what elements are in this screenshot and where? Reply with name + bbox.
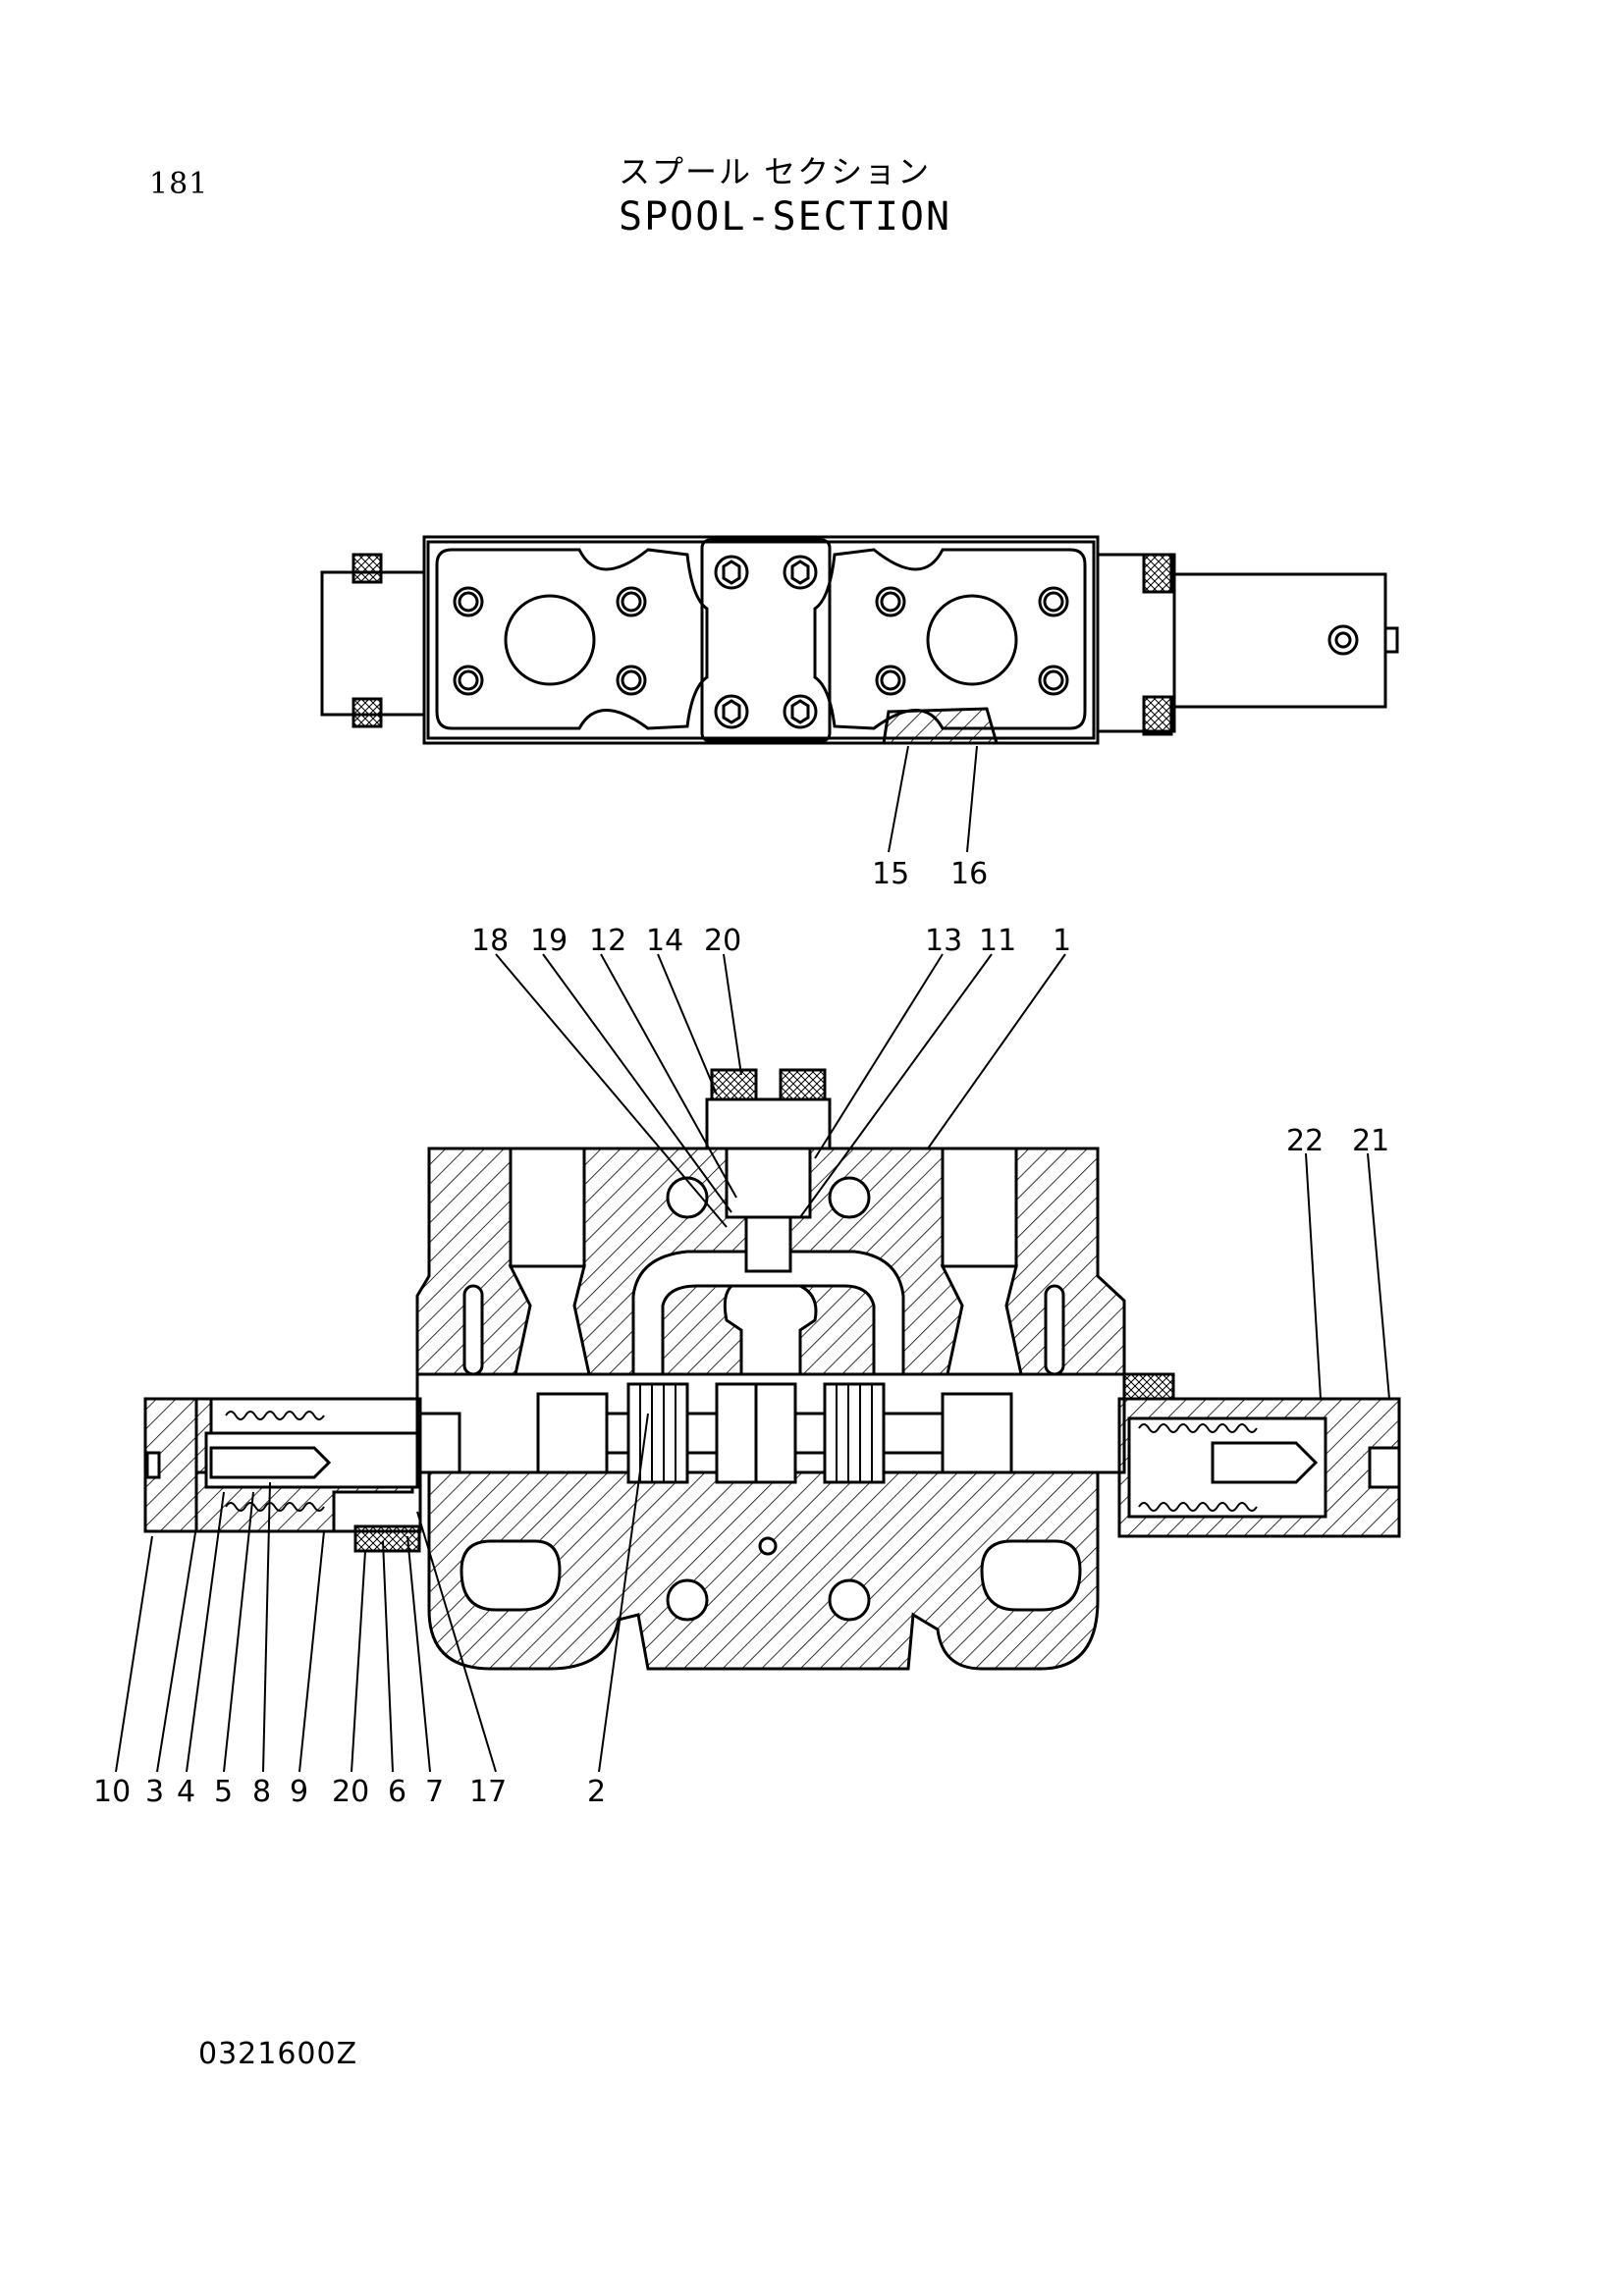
top-view [320,535,1399,745]
callout-3: 3 [145,1775,164,1809]
callout-22: 22 [1286,1124,1324,1158]
page-number: 181 [149,167,209,201]
callout-2: 2 [587,1775,606,1809]
callout-21: 21 [1352,1124,1389,1158]
callout-5: 5 [214,1775,233,1809]
drawing-code: 0321600Z [198,2037,358,2071]
callout-8: 8 [252,1775,271,1809]
section-leaders [115,953,1390,1773]
callout-20-bottom: 20 [332,1775,369,1809]
title-japanese: スプール セクション [619,153,932,190]
callout-17: 17 [469,1775,507,1809]
callout-14: 14 [646,924,683,958]
callout-1: 1 [1053,924,1071,958]
callout-9: 9 [290,1775,308,1809]
section-view [143,1068,1401,1671]
callout-7: 7 [425,1775,444,1809]
callout-12: 12 [589,924,626,958]
callout-10: 10 [93,1775,131,1809]
callout-19: 19 [530,924,568,958]
top-view-leaders [888,745,978,853]
callout-13: 13 [925,924,962,958]
callout-18: 18 [471,924,509,958]
callout-15: 15 [872,857,909,891]
title-english: SPOOL-SECTION [619,194,952,240]
callout-16: 16 [950,857,988,891]
callout-6: 6 [388,1775,406,1809]
callout-11: 11 [979,924,1016,958]
callout-4: 4 [177,1775,195,1809]
callout-20-top: 20 [704,924,741,958]
